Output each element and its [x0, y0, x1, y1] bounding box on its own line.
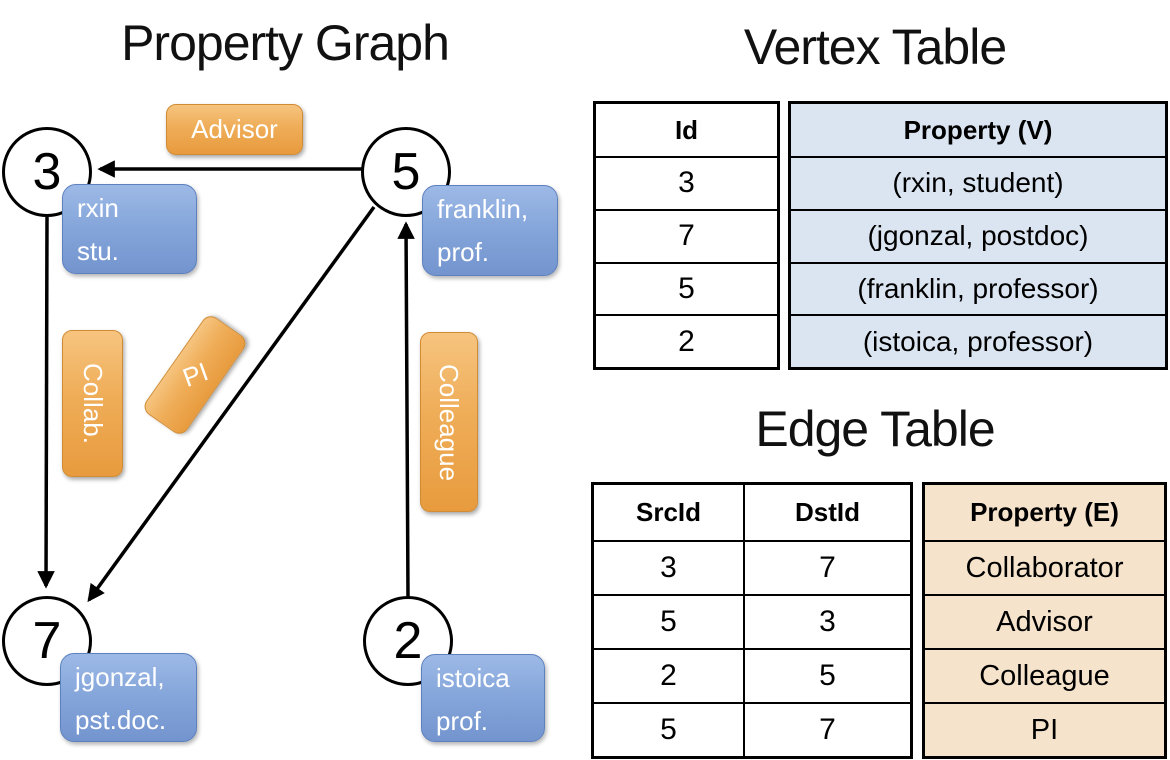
vertex-property-box-jgonzal: jgonzal, pst.doc. [60, 653, 197, 742]
table-cell-vertex-property: (jgonzal, postdoc) [791, 208, 1165, 262]
property-line: istoica [436, 663, 510, 693]
table-cell-vertex-id: 5 [596, 261, 777, 315]
node-id-label: 7 [32, 612, 62, 670]
table-cell-dstid: 7 [743, 542, 910, 594]
table-cell-vertex-id: 7 [596, 208, 777, 262]
edge-src-dst-table: SrcId DstId 3 7 5 3 2 5 5 7 [591, 482, 913, 759]
table-cell-srcid: 5 [660, 713, 677, 746]
node-id-label: 3 [32, 143, 62, 201]
property-line: rxin [77, 193, 119, 223]
table-cell-vertex-property: (rxin, student) [791, 156, 1165, 209]
edge-label-advisor: Advisor [166, 104, 303, 155]
table-cell-vertex-property: (istoica, professor) [791, 314, 1165, 367]
edge-label-text: Collab. [78, 363, 108, 444]
vertex-property-table: Property (V) (rxin, student) (jgonzal, p… [788, 101, 1168, 370]
graph-node-5: 5 [361, 127, 451, 217]
vertex-table-title: Vertex Table [743, 19, 1007, 75]
property-line: pst.doc. [75, 705, 167, 735]
vertex-id-table: Id 3 7 5 2 [593, 101, 780, 370]
table-cell-vertex-id: 2 [596, 314, 777, 367]
graph-edges-layer [37, 160, 415, 603]
page-title-property-graph: Property Graph [121, 15, 450, 71]
column-header-dstid: DstId [743, 485, 910, 540]
vertex-property-box-istoica: istoica prof. [421, 654, 545, 742]
edge-label-colleague: Colleague [420, 332, 478, 512]
edge-label-text: Colleague [434, 363, 465, 481]
table-cell-vertex-property: (franklin, professor) [791, 261, 1165, 315]
table-row: 3 7 [594, 540, 910, 594]
table-cell-srcid: 2 [660, 659, 677, 692]
table-cell-srcid: 5 [660, 605, 677, 638]
table-cell-dstid: 5 [743, 650, 910, 702]
table-cell-dstid: 3 [743, 596, 910, 648]
property-line: prof. [437, 237, 490, 267]
edge-label-text: Advisor [191, 114, 278, 144]
graph-node-2: 2 [363, 596, 453, 686]
edge-table-title: Edge Table [755, 401, 995, 457]
edge-arrow-collab-3-to-7 [37, 216, 55, 589]
edge-property-table: Property (E) Collaborator Advisor Collea… [922, 482, 1167, 759]
edge-arrow-colleague-2-to-5 [397, 221, 415, 598]
table-row: 5 7 [594, 702, 910, 756]
column-header-property-v: Property (V) [791, 104, 1165, 156]
vertex-property-box-rxin: rxin stu. [62, 184, 197, 274]
vertex-property-box-franklin: franklin, prof. [422, 185, 558, 276]
table-cell-srcid: 3 [660, 551, 677, 584]
table-cell-vertex-id: 3 [596, 156, 777, 209]
table-cell-edge-property: PI [925, 702, 1164, 756]
column-header-property-e: Property (E) [925, 485, 1164, 540]
edge-label-text: PI [178, 356, 212, 393]
table-cell-edge-property: Colleague [925, 648, 1164, 702]
node-id-label: 5 [391, 143, 421, 201]
column-header-id: Id [674, 114, 699, 145]
property-line: stu. [77, 236, 119, 266]
table-cell-dstid: 7 [743, 704, 910, 756]
property-line: prof. [436, 706, 489, 736]
edge-label-collab: Collab. [62, 330, 123, 477]
table-cell-edge-property: Advisor [925, 594, 1164, 648]
edge-table-header-row: SrcId DstId [594, 485, 910, 540]
column-header-srcid: SrcId [635, 497, 702, 527]
edge-arrow-pi-5-to-7 [87, 205, 376, 603]
property-line: jgonzal, [75, 662, 165, 692]
node-id-label: 2 [393, 612, 423, 670]
table-row: 5 3 [594, 594, 910, 648]
table-cell-edge-property: Collaborator [925, 540, 1164, 594]
property-line: franklin, [437, 194, 529, 224]
table-row: 2 5 [594, 648, 910, 702]
